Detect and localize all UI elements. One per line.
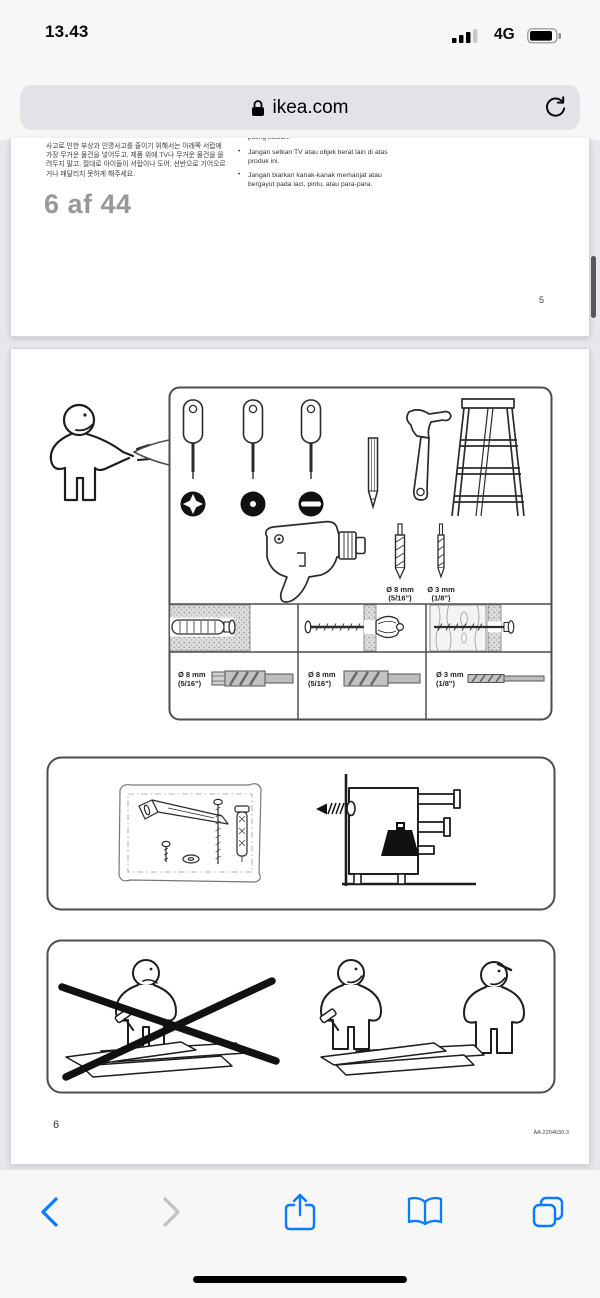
phillips-screwdriver-icon [180,399,206,517]
scrollbar-thumb[interactable] [591,256,596,318]
forward-button[interactable] [148,1188,196,1236]
reload-icon[interactable] [542,95,567,120]
battery-icon [527,28,561,44]
warning-bullet: Jangan biarkan kanak-kanak memanjat atau… [236,171,408,190]
url-text: ikea.com [272,96,349,118]
masonry-bit-cell: Ø 8 mm (5/16") [178,670,294,688]
warning-bullet: Jangan setkan TV atau objek berat lain d… [236,148,408,167]
status-time: 13.43 [45,22,89,41]
document-id: AA-2204630-3 [533,1130,569,1136]
assembler-with-hammer-figure [319,959,382,1050]
lock-icon [252,99,265,116]
bookmarks-book-icon [407,1196,443,1226]
network-type-label: 4G [494,26,515,43]
pdf-viewport[interactable]: 사고로 인한 부상과 인명사고를 줄이기 위해서는 아래쪽 서랍에 가장 무거운… [0,138,600,1170]
bit-size-label: Ø 3 mm [427,585,455,594]
prohibition-cross [58,977,280,1081]
clipped-text-line: paling bawah. [248,138,290,141]
address-bar[interactable]: ikea.com [20,85,580,130]
small-bit-cell: Ø 3 mm (1/8") [436,670,545,688]
forward-chevron-icon [163,1197,180,1227]
bit-inch-label: (5/16") [388,594,412,603]
helper-with-pencil-figure [463,961,525,1054]
step-ladder-icon [451,398,525,517]
flathead-screwdriver-icon [298,399,324,517]
weight-symbol [381,822,419,856]
screw-into-wall-arrow [316,800,356,817]
home-indicator[interactable] [193,1276,407,1283]
hollow-wall-anchor-diagram [304,604,405,652]
pdf-page-6: Ø 8 mm (5/16") Ø 3 mm (1/8") [10,348,590,1165]
ikea-man-figure [49,403,170,502]
cellular-signal-icon [452,29,478,43]
board-stack-right [320,1042,485,1076]
concrete-wall-anchor-diagram [169,604,251,652]
wall-anchoring-panel [46,756,556,911]
svg-text:Ø 8 mm: Ø 8 mm [178,670,206,679]
share-icon [284,1193,316,1231]
warning-bullet-list: Jangan setkan TV atau objek berat lain d… [236,148,408,194]
svg-text:(5/16"): (5/16") [308,679,332,688]
power-drill-icon [265,520,366,603]
drill-bit-8mm-icon [394,523,406,580]
hammer-icon [406,409,452,501]
pencil-icon [367,437,379,510]
twist-bit-cell: Ø 8 mm (5/16") [308,670,421,688]
share-button[interactable] [276,1188,324,1236]
back-button[interactable] [25,1188,73,1236]
page-indicator-overlay: 6 af 44 [44,189,132,219]
tabs-button[interactable] [524,1188,572,1236]
svg-text:(1/8"): (1/8") [436,679,455,688]
bookmarks-button[interactable] [401,1188,449,1236]
svg-text:Ø 3 mm: Ø 3 mm [436,670,464,679]
korean-warning-paragraph: 사고로 인한 부상과 인명사고를 줄이기 위해서는 아래쪽 서랍에 가장 무거운… [46,143,226,178]
back-chevron-icon [41,1197,58,1227]
required-tools-panel: Ø 8 mm (5/16") Ø 3 mm (1/8") [168,386,553,721]
speech-bubble-tail [133,439,170,453]
two-person-assembly-panel [46,939,556,1094]
pencil-behind-ear [496,962,513,972]
svg-text:Ø 8 mm: Ø 8 mm [308,670,336,679]
bit-size-label: Ø 8 mm [386,585,414,594]
drill-bit-3mm-icon [437,523,445,579]
hardware-parts-sheet [118,783,262,883]
wood-wall-screw-diagram [429,604,515,652]
svg-text:(5/16"): (5/16") [178,679,202,688]
page-6-number: 6 [53,1119,60,1131]
cabinet-anchoring-diagram [316,774,476,886]
pdf-page-5: 사고로 인한 부상과 인명사고를 줄이기 위해서는 아래쪽 서랍에 가장 무거운… [10,138,590,337]
tabs-icon [532,1196,564,1228]
bit-inch-label: (1/8") [432,594,451,603]
torx-screwdriver-icon [240,399,266,517]
page-5-number: 5 [539,295,545,305]
